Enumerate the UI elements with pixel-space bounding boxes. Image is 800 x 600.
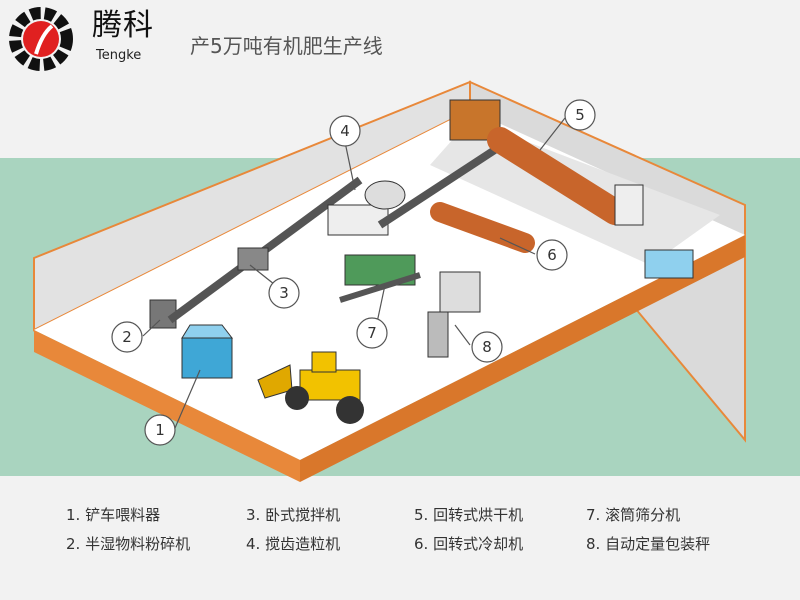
wheel-loader — [257, 351, 364, 424]
legend-item: 7. 滚筒筛分机 — [586, 506, 681, 524]
callout-7: 7 — [367, 324, 377, 342]
callout-5: 5 — [575, 106, 585, 124]
auto-packing-scale — [427, 271, 481, 358]
legend-item: 8. 自动定量包装秤 — [586, 535, 711, 553]
brand-name: 腾科 — [92, 8, 154, 43]
water-tank — [644, 249, 694, 279]
callout-2: 2 — [122, 328, 132, 346]
legend-item: 5. 回转式烘干机 — [414, 506, 524, 524]
rotary-cooler — [430, 202, 535, 253]
callout-3: 3 — [279, 284, 289, 302]
slab-front-left — [34, 330, 300, 482]
callout-8: 8 — [482, 338, 492, 356]
page-title: 产5万吨有机肥生产线 — [190, 34, 383, 58]
callout-circles — [111, 99, 596, 446]
granulator — [327, 180, 406, 236]
callout-6: 6 — [547, 246, 557, 264]
callout-4: 4 — [340, 122, 350, 140]
legend-item: 2. 半湿物料粉碎机 — [66, 535, 191, 553]
conveyor-2 — [377, 136, 513, 229]
horizontal-mixer — [237, 247, 269, 271]
brand-name-en: Tengke — [96, 48, 142, 63]
cyclone-dust-collector — [614, 184, 644, 226]
legend-item: 6. 回转式冷却机 — [414, 535, 524, 553]
slab-front-right — [300, 235, 745, 482]
gear-logo-icon — [9, 7, 73, 71]
legend-item: 1. 铲车喂料器 — [66, 506, 161, 524]
callout-leader-lines — [142, 117, 566, 429]
rotary-dryer — [487, 127, 628, 225]
legend-item: 3. 卧式搅拌机 — [246, 506, 341, 524]
legend: 1. 铲车喂料器 3. 卧式搅拌机 5. 回转式烘干机 7. 滚筒筛分机 2. … — [66, 504, 766, 554]
callout-1: 1 — [155, 421, 165, 439]
drum-screener — [339, 254, 421, 303]
loader-feeder-machine — [181, 324, 234, 379]
legend-item: 4. 搅齿造粒机 — [246, 535, 341, 553]
